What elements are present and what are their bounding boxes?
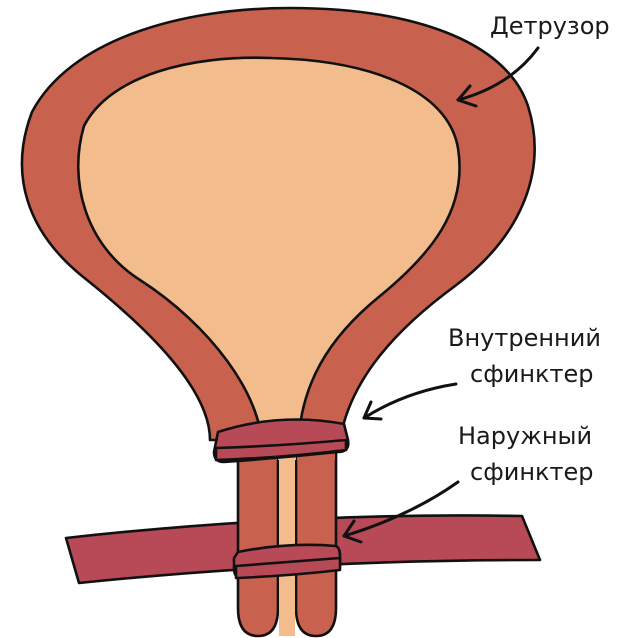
urethra-right-wall <box>296 440 336 636</box>
label-internal-sphincter-line2: сфинктер <box>470 360 593 388</box>
label-external-sphincter-line2: сфинктер <box>470 458 593 486</box>
label-internal-sphincter-line1: Внутренний <box>448 324 601 352</box>
urethra-left-wall <box>238 440 278 636</box>
label-external-sphincter-line1: Наружный <box>458 422 592 450</box>
urethra-lumen <box>279 440 295 636</box>
bladder-lumen <box>78 58 459 448</box>
label-detrusor: Детрузор <box>490 12 610 40</box>
arrow-internal-sphincter <box>364 384 456 419</box>
